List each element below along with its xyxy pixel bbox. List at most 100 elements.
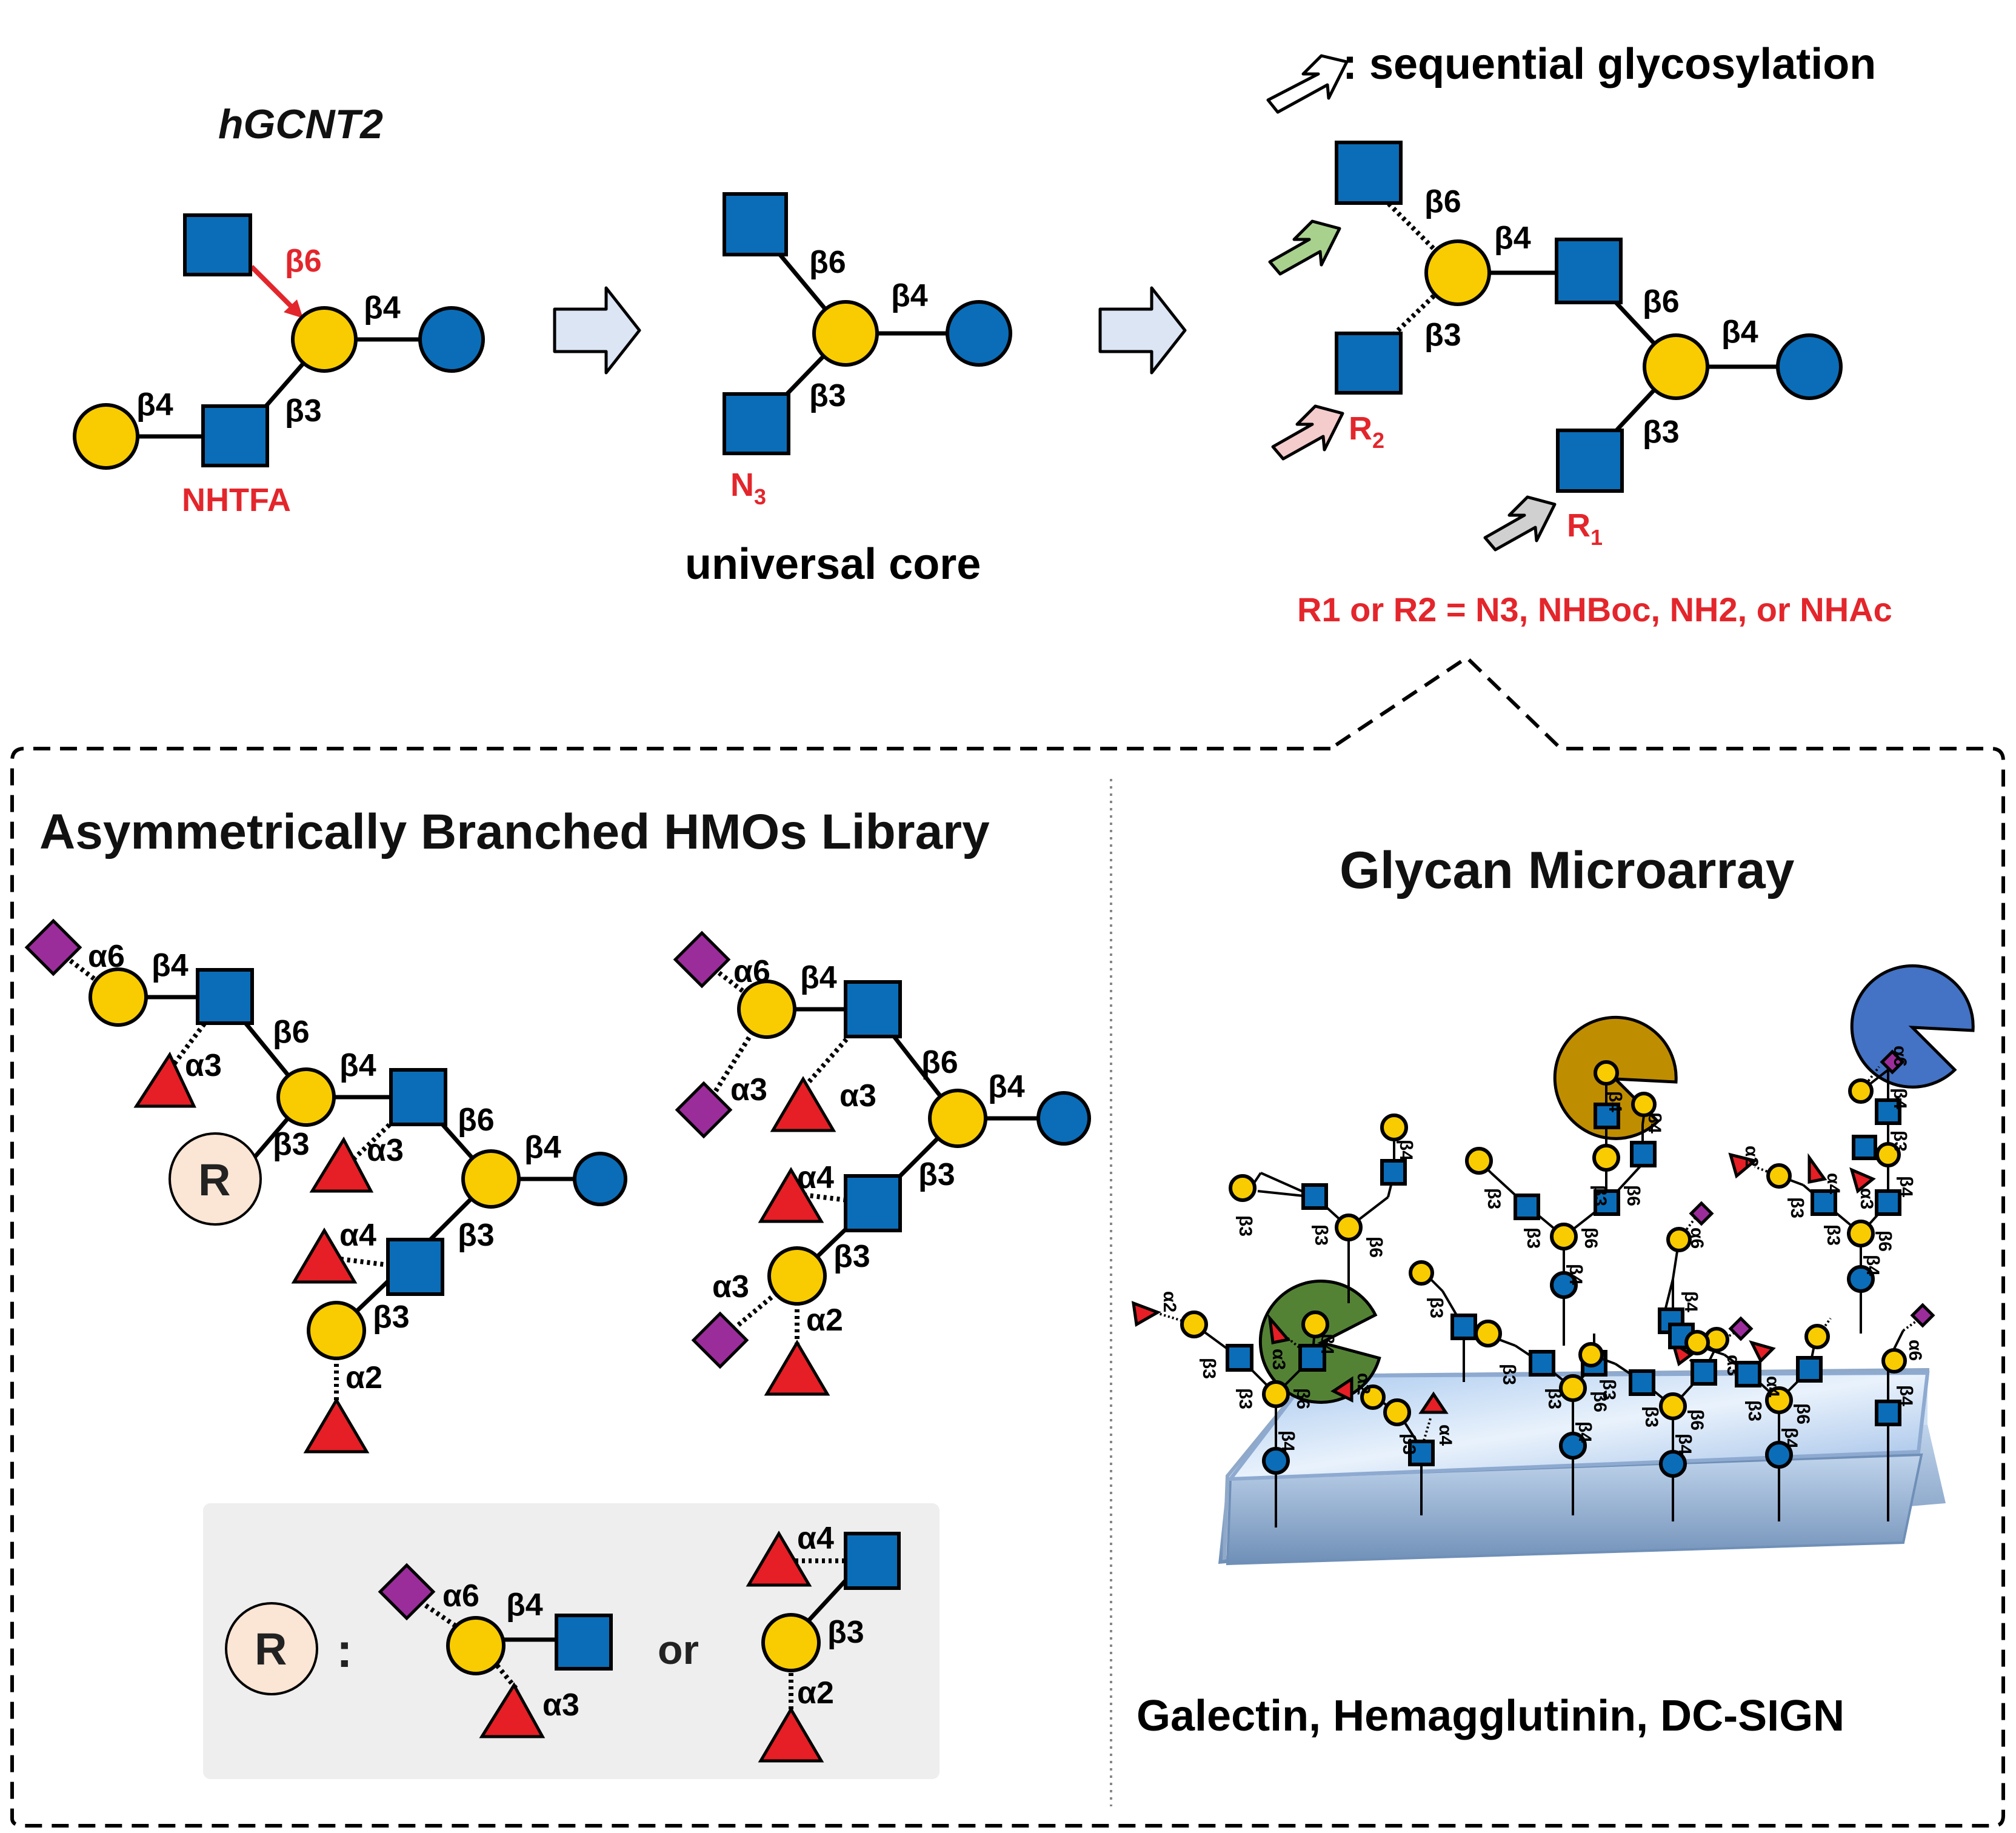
glcnac-square <box>844 1532 901 1590</box>
galactose-circle <box>1881 1348 1907 1374</box>
fucose-triangle <box>303 1397 370 1454</box>
galactose-circle <box>291 306 358 373</box>
glucose-circle <box>418 306 485 373</box>
galactose-circle <box>1262 1380 1290 1408</box>
linkage-label: β6 <box>809 245 846 280</box>
glcnac-square <box>1301 1183 1328 1210</box>
linkage-label: β3 <box>1424 318 1461 353</box>
linkage-label: β4 <box>152 948 189 983</box>
galactose-circle <box>1643 333 1709 400</box>
linkage-label: β3 <box>1235 1215 1255 1237</box>
galactose-circle <box>1335 1214 1363 1241</box>
linkage-label: α3 <box>367 1133 404 1168</box>
neu5ac-diamond <box>1728 1316 1754 1341</box>
fucose-triangle <box>770 1076 836 1132</box>
array-glycan: β4 β3 β3 β6 <box>1474 1320 1610 1515</box>
array-glycan: β3 <box>1409 1260 1477 1382</box>
linkage-label: α4 <box>1435 1424 1455 1446</box>
linkage-label: β3 <box>1499 1364 1519 1385</box>
top-section: hGCNT2 β6 β4 β3 β4 NHTFA <box>73 40 1892 629</box>
linkage-label: α2 <box>1160 1291 1180 1312</box>
nhtfa-label: NHTFA <box>182 482 291 518</box>
linkage-label: α2 <box>797 1675 834 1711</box>
fucose-triangle <box>764 1340 830 1396</box>
linkage-label: α2 <box>806 1303 843 1338</box>
linkage-label: β4 <box>1644 1112 1664 1134</box>
glucose-circle <box>573 1152 627 1206</box>
r1-label: R1 <box>1567 507 1603 550</box>
linkage-label: β4 <box>136 387 173 422</box>
glcnac-square <box>1226 1344 1253 1372</box>
galactose-circle <box>276 1067 336 1127</box>
linkage-label: α2 <box>1741 1146 1761 1167</box>
galactose-circle <box>1409 1260 1434 1286</box>
linkage-label: β3 <box>1787 1197 1807 1218</box>
linkage-label: β4 <box>800 960 837 995</box>
legend-sequential: : sequential glycosylation <box>1266 40 1876 114</box>
linkage-label: β4 <box>1890 1088 1910 1109</box>
r2-label: R2 <box>1349 410 1384 453</box>
glucose-circle <box>1776 333 1843 400</box>
galactose-circle <box>1301 1310 1329 1338</box>
hmo-library-panel: Asymmetrically Branched HMOs Library R <box>24 804 1091 1779</box>
glucose-circle <box>1559 1432 1587 1460</box>
fucose-triangle <box>1807 1153 1827 1184</box>
glcnac-square <box>1514 1194 1540 1220</box>
neu5ac-diamond <box>1880 1049 1905 1075</box>
linkage-label: β3 <box>1890 1130 1910 1152</box>
linkage-label: β6 <box>273 1015 310 1050</box>
linkage-label: β3 <box>918 1157 955 1192</box>
galactose-circle <box>1229 1174 1257 1202</box>
linkage-label: β4 <box>1575 1421 1595 1443</box>
hmo-structure-2: α6 β4 α3 α3 β6 β4 α4 β3 β3 α3 α2 <box>673 930 1091 1396</box>
glcnac-square <box>1875 1400 1901 1426</box>
glcnac-square <box>1335 332 1403 395</box>
fucose-triangle <box>1131 1301 1161 1327</box>
glcnac-square <box>183 213 252 276</box>
array-glycan: β4 β3 β3 β6 β3 β4 β6 β4 <box>1465 1060 1664 1346</box>
array-glycan: β4 β3 β3 β6 α3 <box>1578 1316 1754 1521</box>
glucose-circle <box>1036 1091 1091 1146</box>
galactose-circle <box>1847 1220 1875 1247</box>
glcnac-square <box>1298 1344 1326 1372</box>
glcnac-square <box>1529 1350 1555 1377</box>
linkage-label: α6 <box>1890 1046 1910 1067</box>
galactose-circle <box>307 1301 366 1360</box>
glass-slide <box>1218 1367 1946 1566</box>
fucose-triangle <box>758 1706 824 1763</box>
glcnac-square <box>1630 1141 1657 1167</box>
glcnac-square <box>1629 1369 1655 1396</box>
glcnac-square <box>1594 1189 1620 1216</box>
linkage-label: β6 <box>458 1103 495 1138</box>
galactose-circle <box>1559 1374 1587 1402</box>
bottom-frame <box>10 655 2005 1828</box>
r-group-label: R <box>255 1624 287 1674</box>
linkage-label: α6 <box>88 939 125 974</box>
process-arrow <box>1098 286 1187 375</box>
linkage-label: β3 <box>833 1239 870 1274</box>
galactose-circle <box>1380 1113 1408 1141</box>
galactose-circle <box>928 1089 987 1148</box>
linkage-label: α4 <box>339 1218 376 1253</box>
galactose-circle <box>1592 1144 1620 1172</box>
linkage-label: β6 <box>1293 1388 1313 1409</box>
linkage-label: β6 <box>1687 1409 1707 1431</box>
linkage-label: β6 <box>1424 184 1461 219</box>
galactose-circle <box>1180 1310 1208 1338</box>
linkage-label: β6 <box>1793 1403 1813 1424</box>
galactose-circle <box>1848 1078 1874 1104</box>
linkage-label: β4 <box>1317 1334 1337 1355</box>
substrate-structure: hGCNT2 β6 β4 β3 β4 NHTFA <box>73 101 485 518</box>
branched-product-structure: β6 β3 β4 β6 β4 β3 R2 R1 R1 or R2 = N3, N… <box>1268 141 1892 629</box>
glcnac-square <box>1852 1135 1877 1160</box>
linkage-label: β4 <box>891 278 928 313</box>
glcnac-square <box>844 980 902 1038</box>
galactose-circle <box>1684 1330 1710 1355</box>
process-arrow <box>553 286 641 375</box>
array-glycan: β4 β3 β6 α4 <box>1684 1317 1832 1521</box>
linkage-label: β4 <box>1721 315 1758 350</box>
linkage-label: β4 <box>1681 1291 1701 1312</box>
fucose-triangle <box>1418 1391 1449 1414</box>
linkage-label: α4 <box>1763 1376 1783 1397</box>
galactose-circle <box>812 300 879 367</box>
